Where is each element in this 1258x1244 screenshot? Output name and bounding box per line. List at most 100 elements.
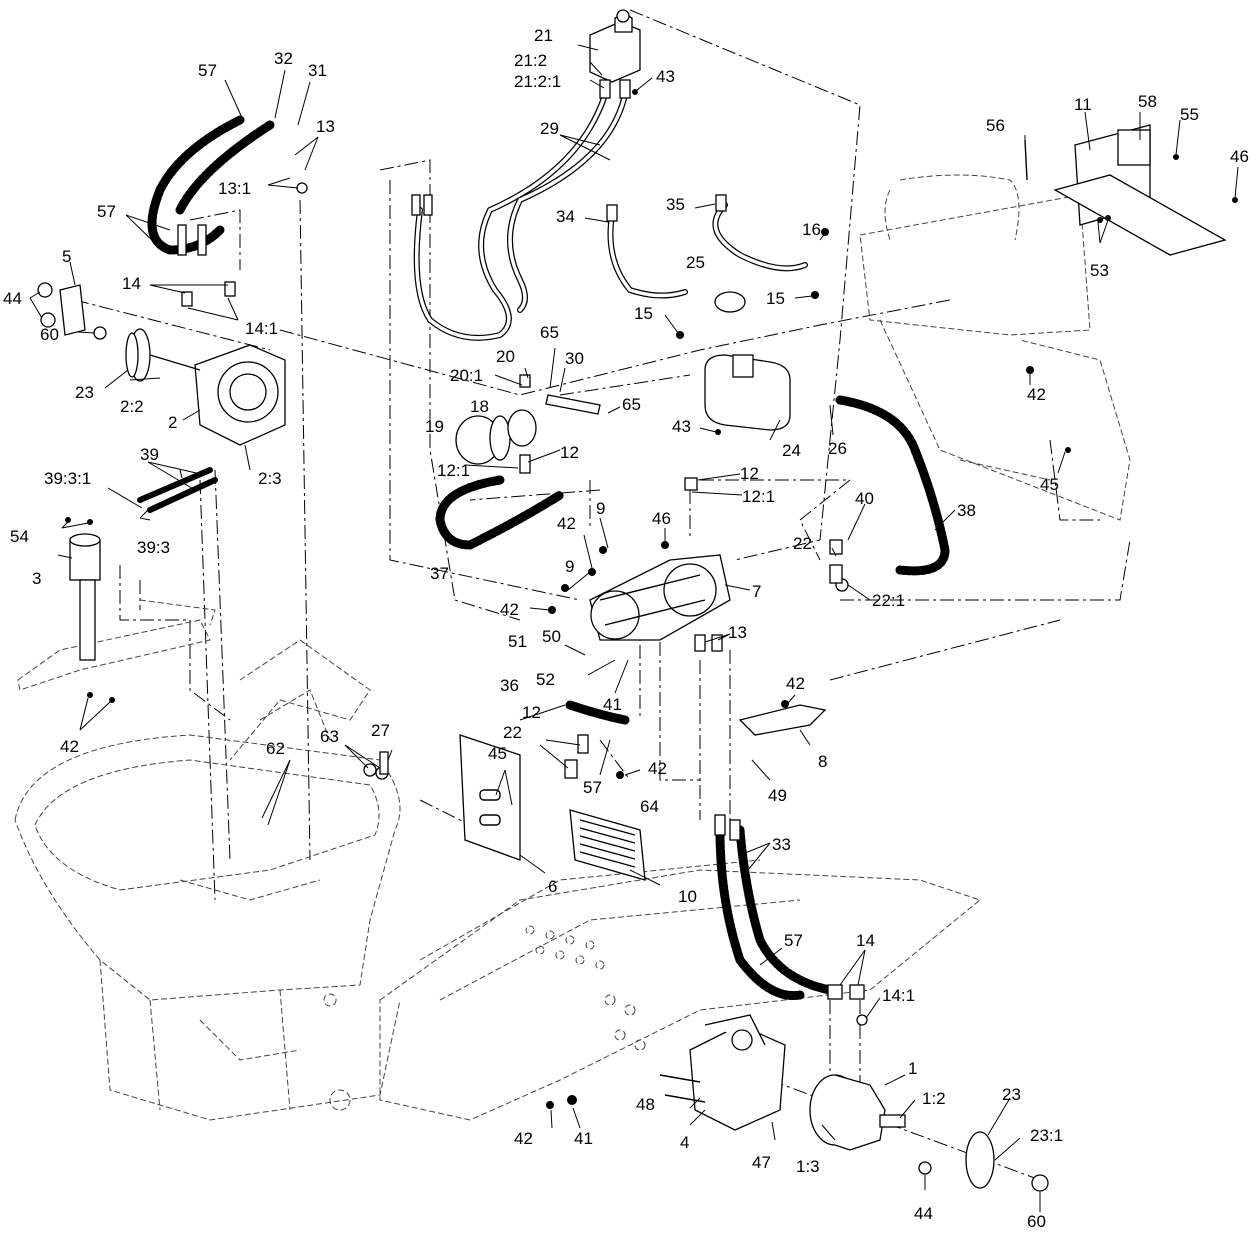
callout-7: 7	[752, 582, 762, 601]
reservoir-tank-24	[704, 354, 791, 431]
machine-frame-ghost	[14, 174, 1131, 1121]
deck-perforations	[323, 925, 646, 1111]
callout-48: 48	[636, 1095, 655, 1114]
callout-22b: 22	[503, 723, 522, 742]
callout-45b: 45	[1040, 475, 1059, 494]
motor-3	[69, 533, 101, 661]
assembly-chain-lines	[74, 9, 1131, 1181]
nut-60	[1031, 1174, 1049, 1192]
nut-44	[918, 1161, 932, 1175]
callout-12-1b: 12:1	[742, 487, 776, 506]
callout-39-3-1: 39:3:1	[44, 469, 92, 488]
callout-1-3: 1:3	[796, 1157, 820, 1176]
callout-29: 29	[540, 119, 559, 138]
callout-65a: 65	[540, 323, 559, 342]
callout-37: 37	[430, 564, 449, 583]
callout-10: 10	[678, 887, 697, 906]
callout-26: 26	[828, 439, 847, 458]
hydraulic-hoses	[137, 92, 950, 1001]
callout-12a: 12	[560, 443, 579, 462]
callout-47: 47	[752, 1153, 771, 1172]
callout-41a: 41	[603, 695, 622, 714]
callout-19: 19	[425, 417, 444, 436]
callout-42c: 42	[786, 674, 805, 693]
valve-block-21	[589, 9, 641, 83]
callout-18: 18	[470, 397, 489, 416]
callout-12b: 12	[740, 464, 759, 483]
callout-51: 51	[508, 632, 527, 651]
callout-23b: 23	[1002, 1085, 1021, 1104]
callout-1: 1	[908, 1059, 918, 1078]
callout-5: 5	[62, 247, 72, 266]
callout-58: 58	[1138, 92, 1157, 111]
callout-8: 8	[818, 752, 828, 771]
callout-42a: 42	[557, 514, 576, 533]
callout-50: 50	[542, 627, 561, 646]
callout-34: 34	[556, 207, 575, 226]
callout-9b: 9	[565, 557, 575, 576]
callout-22a: 22	[793, 534, 812, 553]
callout-15a: 15	[634, 304, 653, 323]
callout-40: 40	[855, 489, 874, 508]
callout-14b: 14	[856, 931, 875, 950]
callout-57c: 57	[583, 778, 602, 797]
wheel-motor-1	[809, 1074, 906, 1151]
callout-12-1a: 12:1	[437, 461, 471, 480]
callout-25: 25	[686, 253, 705, 272]
callout-38: 38	[957, 501, 976, 520]
callout-39: 39	[140, 445, 159, 464]
callout-45a: 45	[488, 744, 507, 763]
callout-30: 30	[565, 349, 584, 368]
callout-22-1: 22:1	[872, 591, 906, 610]
bracket-8	[738, 704, 827, 736]
callout-64: 64	[640, 797, 659, 816]
leader-lines	[29, 44, 1239, 1212]
callout-57d: 57	[784, 931, 803, 950]
callout-42g: 42	[1027, 385, 1046, 404]
callout-49: 49	[768, 786, 787, 805]
callout-6: 6	[548, 877, 558, 896]
callout-3: 3	[32, 569, 42, 588]
callout-24: 24	[782, 441, 801, 460]
callout-2: 2	[168, 413, 178, 432]
callout-21-2: 21:2	[514, 51, 548, 70]
callout-20: 20	[496, 347, 515, 366]
callout-44a: 44	[3, 289, 22, 308]
hub-23-left	[125, 332, 139, 378]
callout-62: 62	[266, 739, 285, 758]
bracket-5	[59, 284, 86, 336]
callout-46a: 46	[652, 509, 671, 528]
callout-43b: 43	[672, 417, 691, 436]
callout-57a: 57	[198, 61, 217, 80]
callout-21: 21	[534, 26, 553, 45]
callout-42f: 42	[60, 737, 79, 756]
callout-32: 32	[274, 49, 293, 68]
callout-13b: 13	[316, 117, 335, 136]
callout-55: 55	[1180, 105, 1199, 124]
washer-44b	[40, 312, 56, 328]
tube-30	[545, 394, 601, 415]
fittings	[65, 89, 1238, 1109]
callout-36: 36	[500, 676, 519, 695]
callout-15b: 15	[766, 289, 785, 308]
main-pump-7	[589, 554, 731, 641]
parts-solid	[37, 9, 1238, 1192]
filler-cap-25	[714, 291, 746, 313]
callout-43a: 43	[656, 67, 675, 86]
callout-57b: 57	[97, 202, 116, 221]
callout-54: 54	[10, 527, 29, 546]
oil-cooler-10	[569, 809, 646, 881]
connectors	[177, 79, 865, 1000]
callout-12c: 12	[522, 703, 541, 722]
callout-23-1: 23:1	[1030, 1126, 1064, 1145]
callout-65b: 65	[622, 395, 641, 414]
callout-60a: 60	[1027, 1212, 1046, 1231]
callout-63: 63	[320, 727, 339, 746]
callout-23a: 23	[75, 383, 94, 402]
callout-53: 53	[1090, 261, 1109, 280]
filter-head-18	[507, 409, 537, 447]
callout-39-3: 39:3	[137, 538, 171, 557]
washer-60	[93, 326, 107, 340]
